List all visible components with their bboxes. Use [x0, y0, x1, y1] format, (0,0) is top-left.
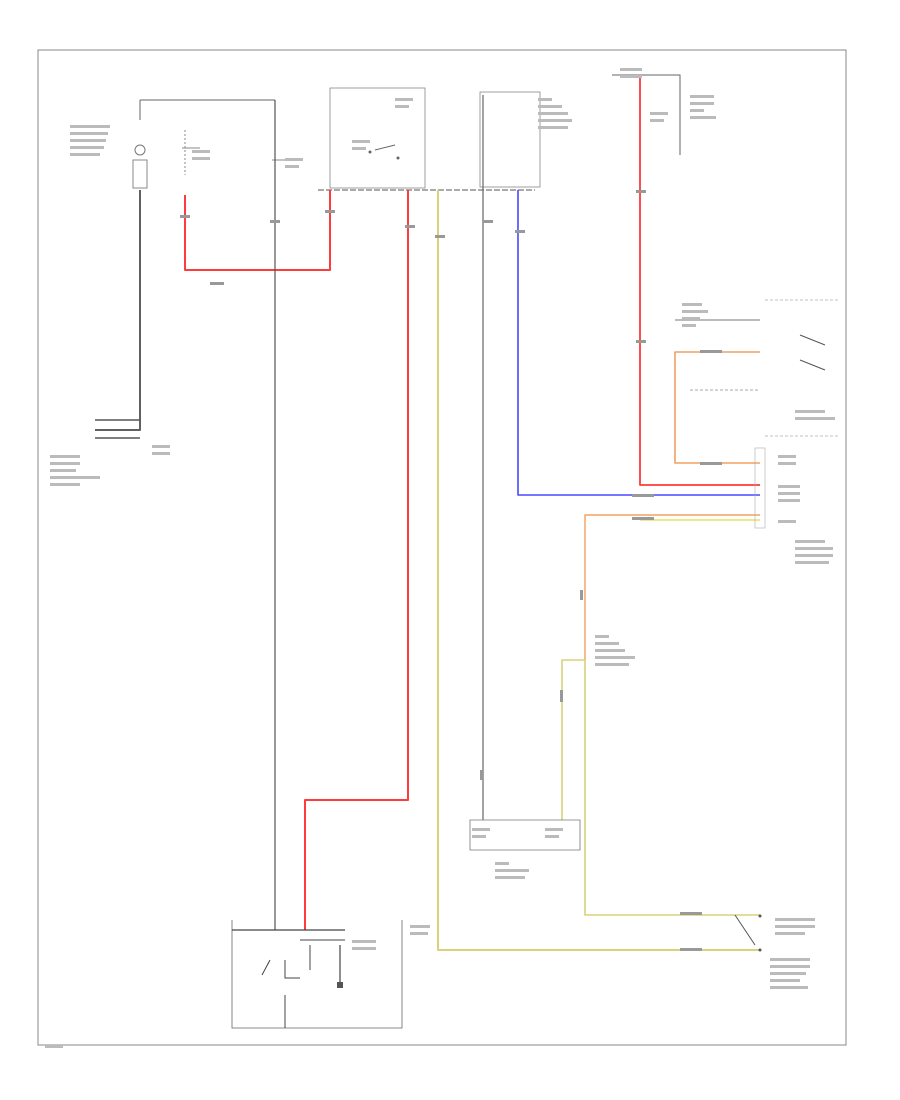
starter-motor: [231, 920, 403, 1029]
wire-ground-gray: [95, 190, 141, 431]
ignition-switch-box: [479, 91, 541, 188]
wire-ignition-feed: [639, 75, 760, 486]
wire-orange-lower: [584, 514, 760, 660]
wire-code-labels: [180, 190, 722, 951]
transmission-range-switch: [734, 914, 762, 952]
pcm-connector: [469, 819, 581, 851]
wire-fuse-to-start-relay: [184, 190, 331, 271]
bcm-connector: [754, 447, 766, 529]
component-labels: [45, 68, 835, 1048]
wire-yellow-pcm: [561, 659, 585, 820]
wire-yellow-transmission: [584, 660, 760, 916]
clutch-pedal-switch: [765, 299, 840, 437]
battery-fuse-block: [132, 87, 541, 189]
wire-clutch-orange: [674, 351, 760, 464]
wire-relay-to-starter: [304, 190, 409, 930]
wire-bcm-blue: [517, 190, 760, 496]
wire-starter-yellow: [437, 190, 760, 951]
start-relay-box: [329, 87, 426, 189]
diagram-frame: [37, 49, 847, 1046]
